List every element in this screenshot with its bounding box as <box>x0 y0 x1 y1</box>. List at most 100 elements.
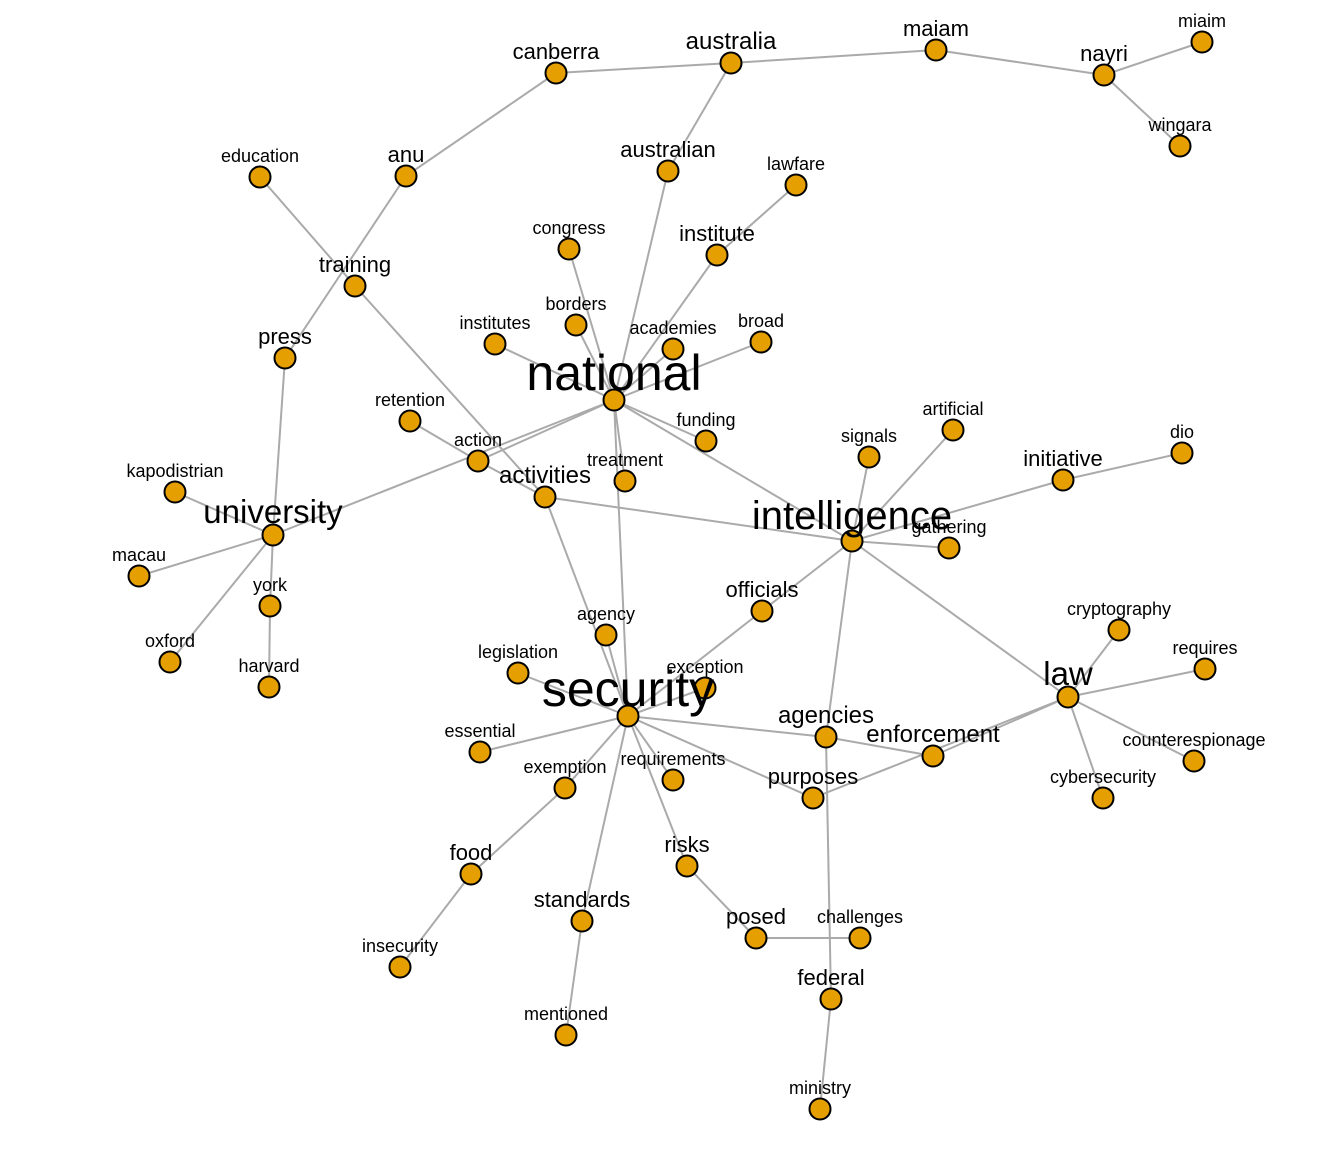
edge-security-standards <box>581 715 629 922</box>
node-label-university: university <box>203 493 343 530</box>
node-intelligence <box>840 529 864 553</box>
node-label-challenges: challenges <box>817 907 903 927</box>
node-oxford <box>158 650 182 674</box>
node-label-cybersecurity: cybersecurity <box>1050 767 1156 787</box>
node-label-food: food <box>450 840 493 865</box>
node-standards <box>570 909 594 933</box>
edge-exception-security <box>627 687 706 717</box>
edge-security-risks <box>627 715 688 867</box>
edge-agencies-enforcement <box>825 736 934 757</box>
node-lawfare <box>784 173 808 197</box>
node-ministry <box>808 1097 832 1121</box>
node-label-activities: activities <box>499 462 591 489</box>
edge-anu-press <box>284 175 407 359</box>
node-gathering <box>937 536 961 560</box>
node-cryptography <box>1107 618 1131 642</box>
node-requirements <box>661 768 685 792</box>
edge-congress-national <box>568 248 615 401</box>
edge-canberra-australia <box>555 62 732 74</box>
edge-officials-security <box>627 610 763 717</box>
edge-university-york <box>269 534 274 607</box>
edge-institute-national <box>613 254 718 401</box>
edge-nayri-wingara <box>1103 74 1181 147</box>
node-miaim <box>1190 30 1214 54</box>
edge-press-university <box>272 357 286 536</box>
node-label-agencies: agencies <box>778 702 874 729</box>
node-label-exception: exception <box>666 657 743 677</box>
edge-exemption-security <box>564 715 629 789</box>
node-label-security: security <box>542 661 714 717</box>
edge-action-activities <box>477 460 546 498</box>
node-institutes <box>483 332 507 356</box>
node-label-officials: officials <box>726 577 799 602</box>
edge-education-training <box>259 176 356 287</box>
edge-requirements-security <box>627 715 674 781</box>
node-press <box>273 346 297 370</box>
edge-essential-security <box>479 715 629 753</box>
node-label-funding: funding <box>676 410 735 430</box>
node-york <box>258 594 282 618</box>
node-label-signals: signals <box>841 426 897 446</box>
edge-activities-security <box>544 496 629 717</box>
node-layer <box>127 30 1217 1121</box>
edge-federal-ministry <box>819 998 832 1110</box>
node-label-exemption: exemption <box>523 757 606 777</box>
node-exemption <box>553 776 577 800</box>
node-label-purposes: purposes <box>768 764 859 789</box>
edge-lawfare-institute <box>716 184 797 256</box>
edge-australia-maiam <box>730 49 937 64</box>
node-risks <box>675 854 699 878</box>
node-label-requirements: requirements <box>620 749 725 769</box>
node-label-ministry: ministry <box>789 1078 851 1098</box>
node-challenges <box>848 926 872 950</box>
node-label-nayri: nayri <box>1080 41 1128 66</box>
edge-security-agencies <box>627 715 827 738</box>
node-label-broad: broad <box>738 311 784 331</box>
node-canberra <box>544 61 568 85</box>
node-harvard <box>257 675 281 699</box>
node-label-miaim: miaim <box>1178 11 1226 31</box>
edge-maiam-nayri <box>935 49 1105 76</box>
node-label-intelligence: intelligence <box>752 494 952 538</box>
edge-intelligence-initiative <box>851 479 1064 542</box>
edge-initiative-dio <box>1062 452 1183 481</box>
node-signals <box>857 445 881 469</box>
edge-agencies-federal <box>825 736 832 1000</box>
node-dio <box>1170 441 1194 465</box>
node-essential <box>468 740 492 764</box>
node-label-dio: dio <box>1170 422 1194 442</box>
node-label-insecurity: insecurity <box>362 936 438 956</box>
node-security <box>616 704 640 728</box>
node-label-legislation: legislation <box>478 642 558 662</box>
node-label-retention: retention <box>375 390 445 410</box>
node-activities <box>533 485 557 509</box>
node-macau <box>127 564 151 588</box>
node-officials <box>750 599 774 623</box>
edge-national-university <box>272 399 615 536</box>
node-insecurity <box>388 955 412 979</box>
node-training <box>343 274 367 298</box>
node-label-canberra: canberra <box>513 39 601 64</box>
node-treatment <box>613 469 637 493</box>
edge-law-counterespionage <box>1067 696 1195 762</box>
edge-kapodistrian-university <box>174 491 274 536</box>
edge-institutes-national <box>494 343 615 401</box>
node-label-training: training <box>319 252 391 277</box>
node-australian <box>656 159 680 183</box>
node-requires <box>1193 657 1217 681</box>
node-label-academies: academies <box>629 318 716 338</box>
edge-law-requires <box>1067 668 1206 698</box>
node-national <box>602 388 626 412</box>
edge-agency-security <box>605 634 629 717</box>
edge-training-activities <box>354 285 546 498</box>
edge-artificial-intelligence <box>851 429 954 542</box>
node-label-australia: australia <box>686 28 777 55</box>
edge-funding-national <box>613 399 707 442</box>
node-label-borders: borders <box>545 294 606 314</box>
edge-security-purposes <box>627 715 814 799</box>
node-legislation <box>506 661 530 685</box>
node-academies <box>661 337 685 361</box>
node-cybersecurity <box>1091 786 1115 810</box>
node-label-macau: macau <box>112 545 166 565</box>
